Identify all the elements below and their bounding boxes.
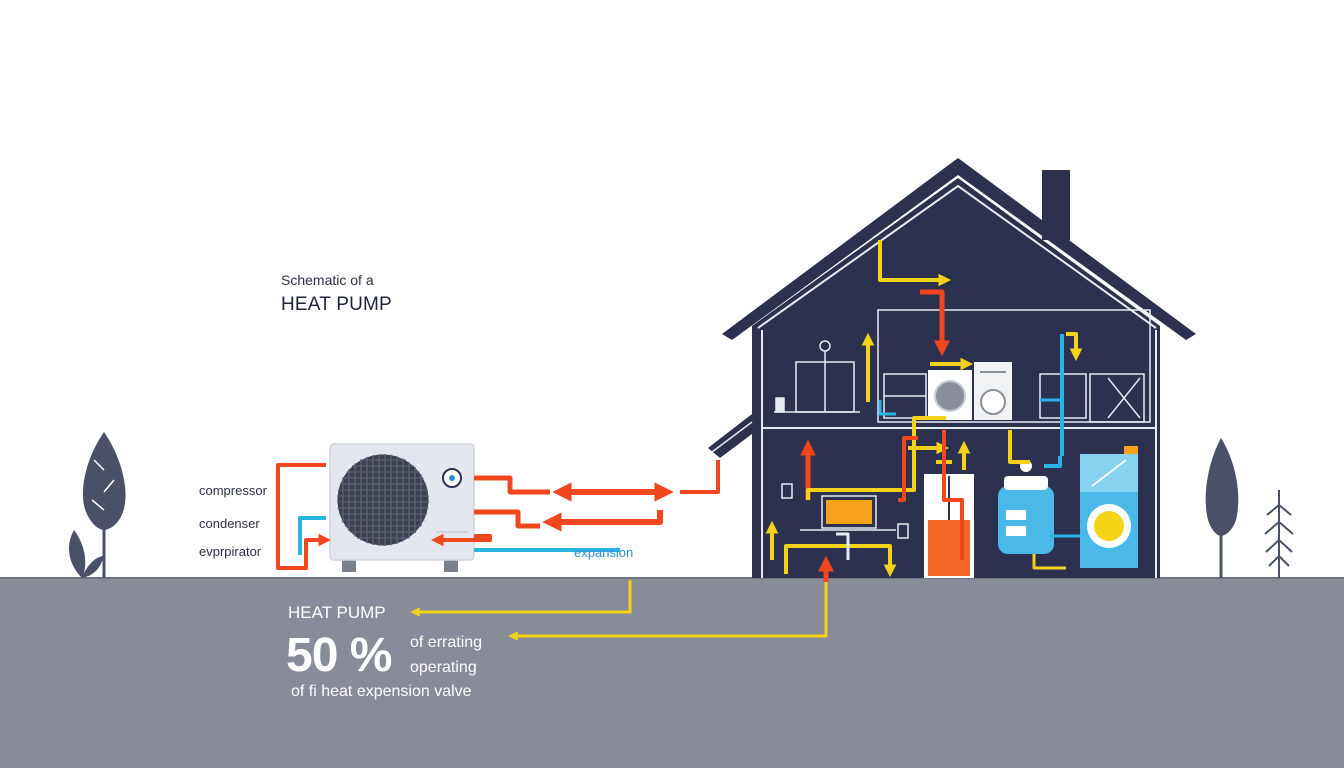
outlet-icon (781, 483, 909, 539)
pipe (920, 289, 951, 357)
label-condenser: condenser (199, 516, 260, 531)
heat-pump-tank-icon (1080, 446, 1138, 568)
pipe (542, 510, 663, 532)
heat-exchanger-icon (800, 495, 896, 531)
pipe (474, 475, 550, 495)
pipe (1066, 332, 1083, 362)
diagram-subtitle: Schematic of a (281, 272, 374, 288)
thermostat-icon (819, 340, 831, 362)
pipe (474, 509, 540, 529)
pipe (1008, 430, 1030, 464)
ground-text-line-2: operating (410, 659, 477, 676)
pipe (508, 566, 828, 641)
tree-icon (1264, 490, 1294, 578)
label-evaporator: evprpirator (199, 544, 262, 559)
outdoor-unit-icon (329, 443, 475, 572)
pipe (898, 436, 918, 502)
pipe (942, 430, 964, 560)
label-expansion: expansion (574, 545, 634, 560)
ground-text-line-3: of fi heat expension valve (291, 683, 472, 700)
porch-roof (708, 414, 752, 458)
water-tank-icon (998, 460, 1054, 554)
fan-grille-icon (336, 453, 430, 547)
tree-icon (1205, 438, 1239, 578)
pipe (1044, 456, 1062, 468)
pipe (298, 516, 326, 555)
efficiency-percent: 50 % (286, 629, 392, 682)
pipe (410, 580, 632, 617)
diagram-title: HEAT PUMP (281, 294, 392, 315)
boiler-icon (924, 474, 974, 578)
pipe (1032, 554, 1066, 570)
tree-icon (82, 432, 126, 578)
ground-text-line-1: of errating (410, 634, 483, 651)
washing-machine-icon (928, 362, 1012, 420)
pipe (680, 460, 720, 494)
refrigerant-pipes (276, 240, 1083, 641)
label-compressor: compressor (199, 483, 267, 498)
pipe (878, 240, 952, 287)
ground-title: HEAT PUMP (288, 603, 386, 622)
pipe (784, 544, 897, 578)
roof-inner-line (757, 184, 1157, 329)
bush-icon (68, 530, 104, 578)
pipe (276, 463, 332, 570)
ground (0, 578, 1344, 768)
pipe (430, 533, 492, 547)
pipe (878, 400, 896, 416)
pipe (806, 416, 946, 500)
pipe (836, 532, 850, 560)
